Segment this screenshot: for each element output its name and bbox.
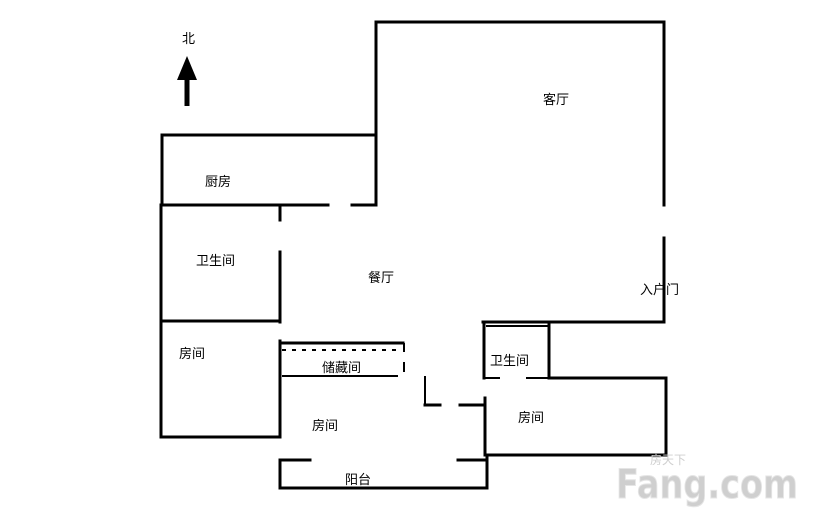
room-label-bedroom-west: 房间	[179, 346, 205, 362]
west-rooms-walls	[159, 203, 282, 439]
south-rooms-walls	[278, 376, 489, 490]
room-label-bathroom-left: 卫生间	[196, 254, 235, 269]
fang-logo-watermark: 房天下 Fang.com	[616, 452, 799, 508]
living-room-walls	[374, 20, 666, 324]
room-label-dining-room: 餐厅	[368, 270, 394, 286]
room-label-bedroom-south: 房间	[312, 418, 338, 434]
room-label-kitchen: 厨房	[205, 174, 231, 190]
room-label-balcony: 阳台	[345, 473, 371, 488]
north-arrow-icon	[177, 56, 197, 106]
kitchen-walls	[160, 133, 378, 207]
room-label-bedroom-east: 房间	[518, 410, 544, 426]
room-label-bathroom-center: 卫生间	[490, 354, 529, 369]
room-label-storage-room: 储藏间	[322, 361, 361, 376]
east-bedroom-walls	[483, 376, 668, 457]
watermark-tagline: 房天下	[650, 452, 686, 467]
watermark-brand: Fang.com	[616, 462, 798, 508]
room-label-living-room: 客厅	[543, 92, 569, 108]
north-label: 北	[182, 32, 195, 47]
center-bathroom-walls	[481, 320, 551, 380]
label-entrance-door: 入户门	[640, 282, 679, 298]
storage-room-walls	[280, 341, 405, 377]
